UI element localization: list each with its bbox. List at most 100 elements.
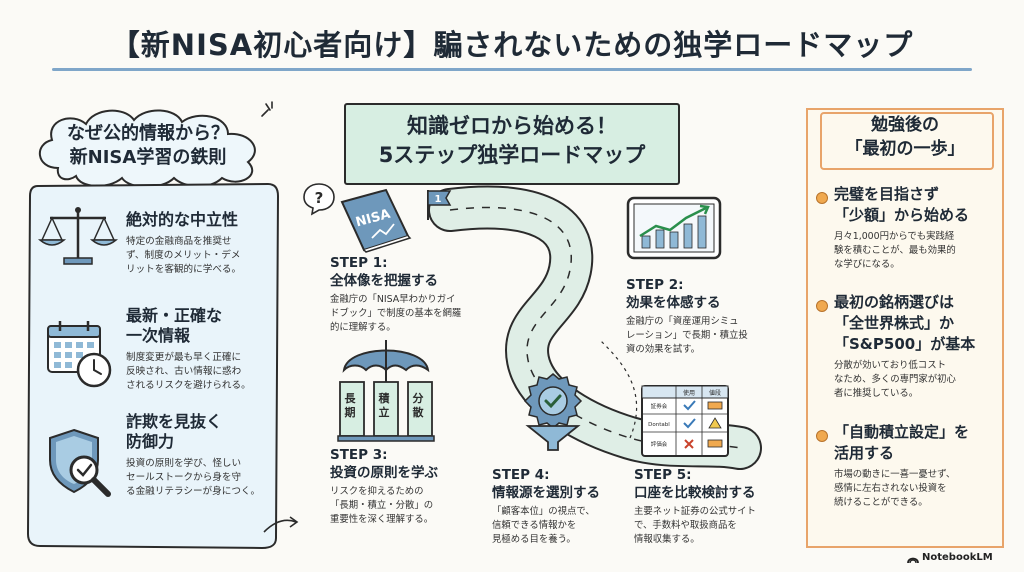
right-item-1-desc-2: 験を積むことが、最も効果的 [834,245,956,256]
growth-chart-tablet-icon [626,196,722,260]
bullet-dot [816,192,828,204]
left-item-3-desc-3: る金融リテラシーが身につく。 [126,486,261,497]
nisa-book-icon: NISA [340,188,412,253]
left-item-1-desc-1: 特定の金融商品を推奨せ [126,236,232,247]
step-1-desc-3: 的に理解する。 [330,322,396,333]
right-item-3-title-1: 「自動積立設定」を [834,423,970,441]
right-item-3-desc-3: 続けることができる。 [834,497,928,508]
title-underline [52,68,972,71]
flag-label: 1 [435,194,442,205]
right-panel [806,108,1004,548]
left-item-3-desc-1: 投資の原則を学び、怪しい [126,458,242,469]
banner-line-1: 知識ゼロから始める！ [407,114,617,138]
comparison-table-icon: 使用 値段 証券会 Dontabl 評価会 [641,385,729,457]
pillar-label-1: 長期 [344,392,356,419]
right-item-3-desc-2: 感情に左右されない投資を [834,483,947,494]
left-item-2-desc-2: 反映され、古い情報に惑わ [126,366,242,377]
step-5-label: STEP 5: [634,467,692,483]
right-item-2-desc-3: 者に推奨している。 [834,388,919,399]
left-item-1-desc-3: リットを客観的に学べる。 [126,264,242,275]
step-3-desc-3: 重要性を深く理解する。 [330,514,434,525]
right-item-3-desc-1: 市場の動きに一喜一憂せず、 [834,469,956,480]
table-header-1: 使用 [683,389,695,397]
right-header-box [820,112,994,170]
left-item-2: 最新・正確な 一次情報 制度変更が最も早く正確に 反映され、古い情報に惑わ され… [126,306,276,393]
page-title: 【新NISA初心者向け】騙されないための独学ロードマップ [110,28,914,62]
right-item-2-title-1: 最初の銘柄選びは [834,293,955,311]
right-item-3-title-2: 活用する [834,444,895,462]
svg-text:?: ? [315,189,324,207]
step-4: STEP 4: 情報源を選別する 「顧客本位」の視点で、 信頼できる情報かを 見… [492,466,622,547]
step-5: STEP 5: 口座を比較検討する 主要ネット証券の公式サイト で、手数料や取扱… [634,466,794,547]
step-4-desc-2: 信頼できる情報かを [492,520,577,531]
pillar-label-2: 積立 [378,392,390,419]
left-item-2-title-2: 一次情報 [126,326,191,345]
table-header-2: 値段 [709,389,721,397]
roadmap-banner [344,103,680,185]
step-2: STEP 2: 効果を体感する 金融庁の「資産運用シミュ レーション」で長期・積… [626,276,786,357]
left-item-3-title-1: 詐欺を見抜く [126,412,223,431]
step-1-label: STEP 1: [330,255,388,271]
sparkle-icon [261,101,273,117]
pillar-label-3: 分散 [412,392,424,419]
right-item-2-title-3: 「S&P500」が基本 [834,335,976,353]
right-item-2: 最初の銘柄選びは 「全世界株式」か 「S&P500」が基本 分散が効いており低コ… [834,292,1000,401]
brand-label: NotebookLM [922,552,993,563]
left-item-2-title-1: 最新・正確な [126,306,223,325]
left-item-3: 詐欺を見抜く 防御力 投資の原則を学び、怪しい セールストークから身を守 る金融… [126,412,278,499]
right-header: 勉強後の 「最初の一歩」 [806,113,1004,161]
step-4-title: 情報源を選別する [492,485,600,501]
right-item-2-desc-1: 分散が効いており低コスト [834,360,946,371]
cloud-shape [38,109,256,186]
right-item-3: 「自動積立設定」を 活用する 市場の動きに一喜一憂せず、 感情に左右されない投資… [834,422,1000,510]
bullet-dot [816,430,828,442]
scales-icon [38,207,118,265]
step-4-desc-1: 「顧客本位」の視点で、 [492,506,595,517]
step-3-title: 投資の原則を学ぶ [330,465,438,481]
step-3-desc-2: 「長期・積立・分散」の [330,500,434,511]
table-row-3: 評価会 [651,440,668,448]
step-1: STEP 1: 全体像を把握する 金融庁の「NISA早わかりガイ ドブック」で制… [330,254,520,335]
step-2-desc-2: レーション」で長期・積立投 [626,330,748,341]
left-item-1-title: 絶対的な中立性 [126,210,239,229]
right-item-2-title-2: 「全世界株式」か [834,314,955,332]
umbrella-pillars-icon [337,340,435,442]
left-item-1-desc-2: ず、制度のメリット・デメ [126,250,241,261]
left-header: なぜ公的情報から？ 新NISA学習の鉄則 [36,122,260,170]
step-3-desc-1: リスクを抑えるための [330,486,424,497]
left-item-3-desc-2: セールストークから身を守 [126,472,242,483]
left-item-3-title-2: 防御力 [126,432,175,451]
funnel-badge-icon [523,373,583,451]
step-4-label: STEP 4: [492,467,550,483]
left-item-2-desc-1: 制度変更が最も早く正確に [126,352,242,363]
question-bubble-icon: ? [303,183,335,216]
step-2-label: STEP 2: [626,277,684,293]
right-item-1-desc-1: 月々1,000円からでも実践経 [834,231,955,242]
right-header-line-2: 「最初の一歩」 [845,139,965,159]
step-5-desc-3: 情報収集する。 [634,534,700,545]
right-header-line-1: 勉強後の [871,115,939,135]
step-5-desc-1: 主要ネット証券の公式サイト [634,506,756,517]
calendar-clock-icon [47,321,112,388]
right-item-1: 完璧を目指さず 「少額」から始める 月々1,000円からでも実践経 験を積むこと… [834,184,1000,272]
step-5-desc-2: で、手数料や取扱商品を [634,520,737,531]
flag-icon: 1 [427,190,452,220]
left-header-line-1: なぜ公的情報から？ [67,123,229,144]
table-row-2: Dontabl [648,422,670,428]
right-item-1-title-2: 「少額」から始める [834,206,970,224]
step-2-desc-1: 金融庁の「資産運用シミュ [626,316,739,327]
left-item-1: 絶対的な中立性 特定の金融商品を推奨せ ず、制度のメリット・デメ リットを客観的… [126,210,276,277]
step-4-desc-3: 見極める目を養う。 [492,534,576,545]
shield-magnifier-icon [49,428,111,497]
step-1-desc-1: 金融庁の「NISA早わかりガイ [330,294,456,305]
step-5-title: 口座を比較検討する [634,485,756,501]
banner-line-2: 5ステップ独学ロードマップ [378,143,646,167]
step-3-label: STEP 3: [330,447,388,463]
right-item-1-title-1: 完璧を目指さず [834,185,940,203]
step-2-desc-3: 資の効果を試す。 [626,344,701,355]
bullet-dot [816,300,828,312]
notebooklm-logo-icon [907,557,919,564]
step-1-desc-2: ドブック」で制度の基本を網羅 [330,308,462,319]
step-2-title: 効果を体感する [626,295,721,311]
roadmap-banner-text: 知識ゼロから始める！ 5ステップ独学ロードマップ [344,112,680,170]
